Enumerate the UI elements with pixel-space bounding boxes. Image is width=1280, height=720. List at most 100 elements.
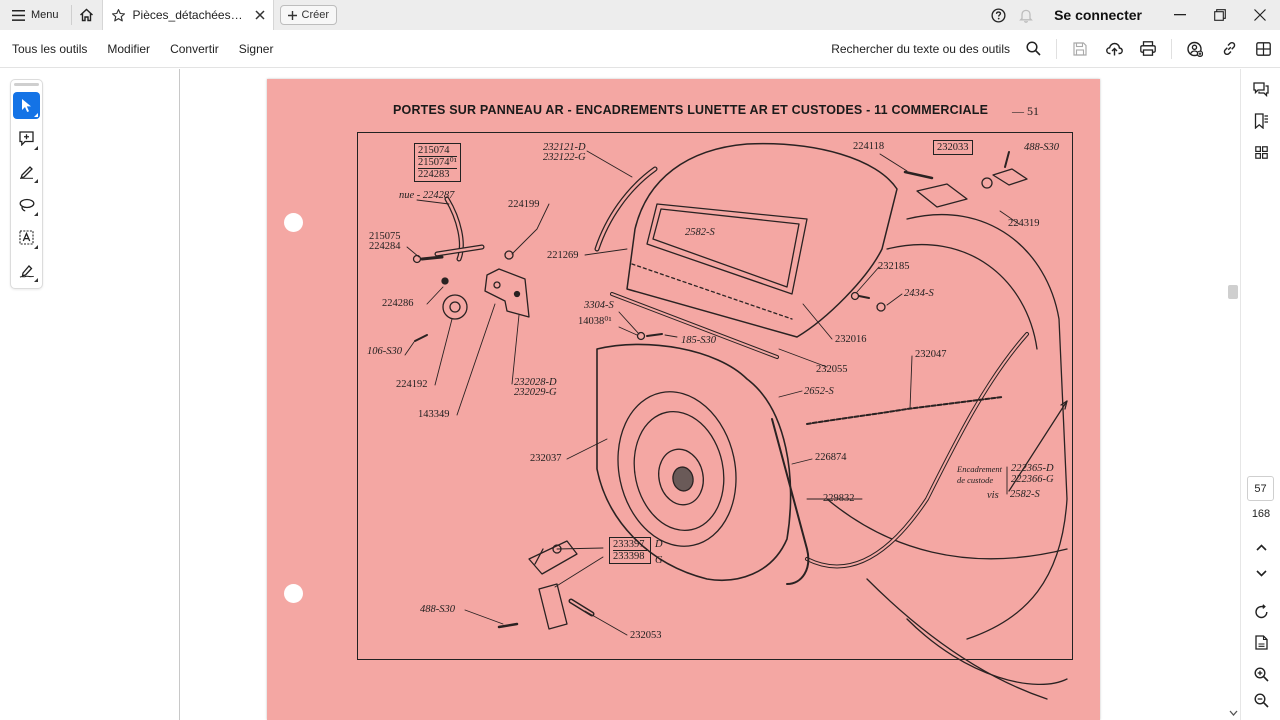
highlight-tool[interactable] bbox=[13, 158, 40, 185]
share-button[interactable] bbox=[1178, 30, 1212, 68]
part-label: 222365-D bbox=[1011, 463, 1054, 474]
scroll-down-icon[interactable] bbox=[1229, 710, 1238, 716]
document-properties-button[interactable] bbox=[1249, 630, 1273, 654]
part-label: 232016 bbox=[835, 334, 867, 345]
zoom-in-button[interactable] bbox=[1249, 662, 1273, 686]
sign-menu[interactable]: Signer bbox=[238, 41, 274, 56]
rotate-button[interactable] bbox=[1249, 599, 1273, 623]
page-heading: PORTES SUR PANNEAU AR - ENCADREMENTS LUN… bbox=[393, 103, 989, 117]
vertical-scrollbar[interactable] bbox=[1226, 69, 1240, 720]
part-label-box: 233397 233398 bbox=[609, 537, 651, 565]
find-text-button[interactable]: Rechercher du texte ou des outils bbox=[831, 41, 1010, 56]
cursor-arrow-icon bbox=[21, 99, 31, 112]
pen-icon bbox=[20, 166, 33, 179]
text-box-tool[interactable] bbox=[13, 224, 40, 251]
all-tools-menu[interactable]: Tous les outils bbox=[12, 41, 88, 56]
tools-panel bbox=[10, 79, 43, 289]
page-mark: — 51 bbox=[1012, 104, 1039, 118]
comments-panel-button[interactable] bbox=[1249, 77, 1273, 101]
thumbnails-panel-button[interactable] bbox=[1249, 140, 1273, 164]
part-label-box: 215074 215074⁰¹ 224283 bbox=[414, 143, 461, 183]
part-label: 215074⁰¹ bbox=[418, 157, 457, 170]
zoom-out-icon bbox=[1253, 692, 1269, 708]
work-area: PORTES SUR PANNEAU AR - ENCADREMENTS LUN… bbox=[0, 69, 1280, 720]
sidebar-icon bbox=[1255, 41, 1271, 56]
part-label: 224192 bbox=[396, 379, 428, 390]
print-icon bbox=[1140, 41, 1156, 56]
bookmarks-panel-button[interactable] bbox=[1249, 109, 1273, 133]
part-label: Encadrement bbox=[957, 464, 1003, 474]
star-icon[interactable] bbox=[111, 8, 126, 23]
sidebar-toggle-button[interactable] bbox=[1246, 30, 1280, 68]
add-comment-icon bbox=[19, 131, 34, 146]
link-button[interactable] bbox=[1212, 30, 1246, 68]
document-tab[interactable]: Pièces_détachées_ca... bbox=[101, 0, 274, 30]
part-label: 221269 bbox=[547, 250, 579, 261]
part-label: 14038⁰¹ bbox=[578, 316, 612, 327]
create-label: Créer bbox=[301, 9, 330, 21]
title-bar: Menu Pièces_détachées_ca... Créer Se con… bbox=[0, 0, 1280, 30]
part-label: de custode bbox=[957, 475, 994, 485]
scrollbar-thumb[interactable] bbox=[1228, 285, 1238, 299]
upload-button[interactable] bbox=[1097, 30, 1131, 68]
search-button[interactable] bbox=[1016, 30, 1050, 68]
part-label: 229832 bbox=[823, 493, 855, 504]
menu-button[interactable]: Menu bbox=[0, 0, 71, 30]
restore-icon bbox=[1214, 9, 1226, 21]
help-button[interactable] bbox=[984, 0, 1012, 30]
part-label: 215074 bbox=[418, 145, 457, 158]
convert-menu[interactable]: Convertir bbox=[170, 41, 219, 56]
drawing-frame bbox=[357, 132, 1073, 660]
current-page-input[interactable]: 57 bbox=[1247, 476, 1274, 501]
home-icon bbox=[80, 8, 94, 22]
restore-button[interactable] bbox=[1200, 0, 1240, 30]
help-icon bbox=[991, 7, 1006, 23]
part-label: 106-S30 bbox=[367, 346, 402, 357]
part-label: nue - 224287 bbox=[399, 190, 455, 201]
sign-in-button[interactable]: Se connecter bbox=[1054, 7, 1142, 23]
part-label: 224283 bbox=[418, 169, 450, 181]
part-label: 215075 bbox=[369, 231, 401, 242]
create-button[interactable]: Créer bbox=[279, 5, 338, 25]
part-label: 224319 bbox=[1008, 218, 1040, 229]
search-icon bbox=[1025, 41, 1041, 56]
parts-illustration bbox=[404, 142, 1068, 700]
edit-menu[interactable]: Modifier bbox=[107, 41, 151, 56]
comment-tool[interactable] bbox=[13, 125, 40, 152]
home-button[interactable] bbox=[72, 0, 102, 30]
zoom-in-icon bbox=[1253, 666, 1269, 682]
toolbox-grip[interactable] bbox=[14, 83, 39, 86]
part-label: 222366-G bbox=[1011, 474, 1054, 485]
bell-icon bbox=[1019, 9, 1033, 23]
part-label: G bbox=[655, 555, 663, 566]
minimize-button[interactable] bbox=[1160, 0, 1200, 30]
part-label: 2582-S bbox=[1010, 489, 1040, 500]
right-rail: 57 168 bbox=[1240, 69, 1280, 720]
pdf-page[interactable]: PORTES SUR PANNEAU AR - ENCADREMENTS LUN… bbox=[267, 79, 1100, 720]
save-button[interactable] bbox=[1063, 30, 1097, 68]
save-icon bbox=[1073, 41, 1087, 56]
part-label: vis bbox=[987, 490, 999, 501]
viewport-border bbox=[179, 69, 180, 720]
divider bbox=[70, 5, 72, 25]
close-icon[interactable] bbox=[255, 10, 265, 20]
sign-tool[interactable] bbox=[13, 257, 40, 284]
part-label: 233397 bbox=[613, 539, 647, 552]
part-label: 233398 bbox=[613, 551, 645, 563]
part-label: 2582-S bbox=[685, 227, 715, 238]
part-label: 2434-S bbox=[904, 288, 934, 299]
next-page-button[interactable] bbox=[1249, 561, 1273, 585]
part-label: 488-S30 bbox=[420, 604, 455, 615]
draw-tool[interactable] bbox=[13, 191, 40, 218]
zoom-out-button[interactable] bbox=[1249, 688, 1273, 712]
part-label: D bbox=[655, 539, 663, 550]
comment-icon bbox=[1253, 81, 1269, 97]
close-window-button[interactable] bbox=[1240, 0, 1280, 30]
print-button[interactable] bbox=[1131, 30, 1165, 68]
select-tool[interactable] bbox=[13, 92, 40, 119]
part-label: 232121-D bbox=[543, 142, 586, 153]
previous-page-button[interactable] bbox=[1249, 535, 1273, 559]
notifications-button[interactable] bbox=[1012, 0, 1040, 30]
part-label: 3304-S bbox=[584, 300, 614, 311]
part-label: 143349 bbox=[418, 409, 450, 420]
